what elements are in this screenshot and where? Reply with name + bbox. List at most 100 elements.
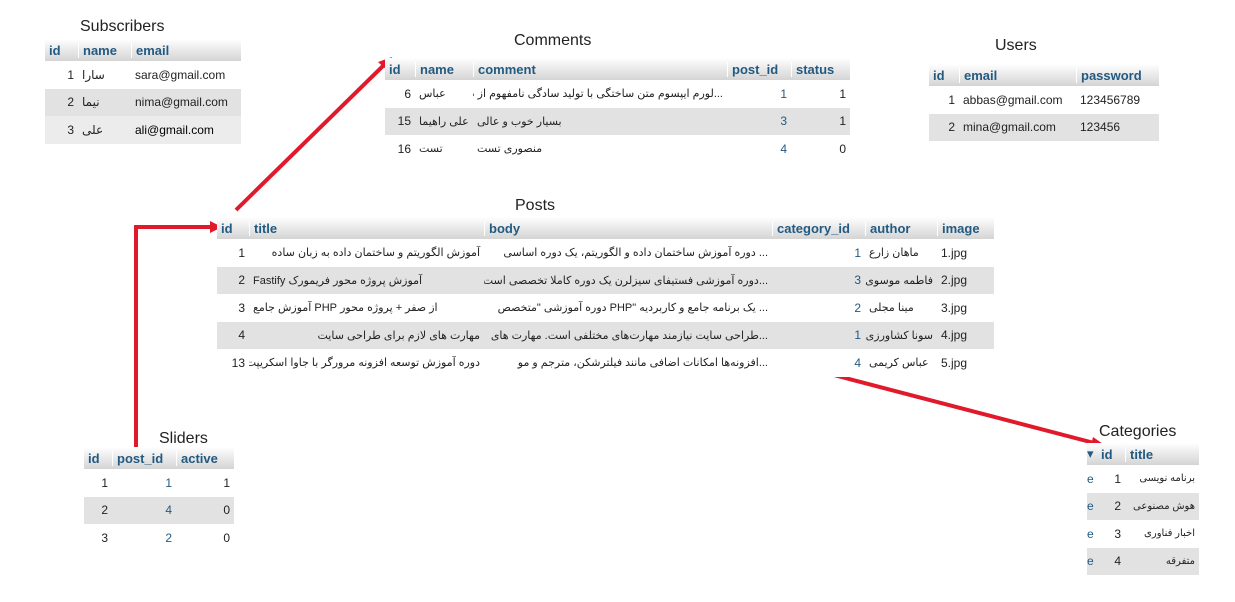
- table-row: 1 abbas@gmail.com 123456789: [929, 86, 1159, 114]
- cell-id: 16: [397, 141, 411, 156]
- cell-status: 0: [839, 141, 846, 156]
- table-row: 2 آموزش پروژه محور فریمورک Fastify ...دو…: [217, 266, 994, 294]
- cell-name: نیما: [82, 95, 100, 110]
- cell-title: اخبار فناوری: [1144, 528, 1195, 540]
- cell-post-id[interactable]: 1: [780, 86, 787, 101]
- cell-id: 15: [397, 114, 411, 129]
- col-password[interactable]: password: [1076, 67, 1159, 83]
- cell-email: sara@gmail.com: [135, 67, 226, 82]
- comments-header: id name comment post_id status: [385, 58, 850, 80]
- edit-icon[interactable]: e: [1087, 526, 1094, 541]
- cell-post-id[interactable]: 4: [780, 141, 787, 156]
- cell-comment: منصوری تست: [477, 143, 543, 156]
- table-row: e 3 اخبار فناوری: [1087, 520, 1199, 548]
- cell-email: abbas@gmail.com: [963, 92, 1063, 107]
- cell-category-id[interactable]: 2: [854, 300, 861, 315]
- edit-icon[interactable]: e: [1087, 499, 1094, 514]
- cell-id: 1: [1114, 471, 1121, 486]
- cell-id: 2: [948, 120, 955, 135]
- sliders-table: id post_id active 1 1 1 2 4 0 3 2 0: [84, 447, 234, 552]
- col-id[interactable]: id: [1101, 446, 1113, 462]
- users-header: id email password: [929, 64, 1159, 86]
- cell-name: سارا: [82, 67, 105, 82]
- table-row: 6 عباس ...لورم ایپسوم متن ساختگی با تولی…: [385, 80, 850, 108]
- users-table: id email password 1 abbas@gmail.com 1234…: [929, 64, 1159, 141]
- col-name[interactable]: name: [78, 42, 131, 58]
- cell-category-id[interactable]: 1: [854, 328, 861, 343]
- cell-title: متفرقه: [1165, 555, 1195, 567]
- cell-id: 3: [238, 300, 245, 315]
- users-title: Users: [995, 37, 1037, 54]
- cell-author: مینا مجلی: [869, 302, 914, 315]
- subscribers-header: id name email: [45, 39, 241, 61]
- cell-active: 0: [223, 503, 230, 518]
- cell-id: 2: [101, 503, 108, 518]
- table-row: 13 دوره آموزش توسعه افزونه مرورگر با جاو…: [217, 349, 994, 377]
- table-row: 1 آموزش الگوریتم و ساختمان داده به زبان …: [217, 239, 994, 267]
- col-email[interactable]: email: [131, 42, 241, 58]
- cell-title: مهارت های لازم برای طراحی سایت: [317, 329, 481, 342]
- cell-body: ...دوره آموزشی فستیفای سیزلرن یک دوره کا…: [484, 274, 768, 287]
- cell-author: ماهان زارع: [869, 247, 919, 260]
- posts-header: id title body category_id author image: [217, 217, 994, 239]
- col-image[interactable]: image: [937, 220, 994, 236]
- col-category-id[interactable]: category_id: [772, 220, 865, 236]
- table-row: e 2 هوش مصنوعی: [1087, 492, 1199, 520]
- cell-id: 3: [1114, 526, 1121, 541]
- col-status[interactable]: status: [791, 61, 850, 77]
- arrow-comments-to-posts: [234, 57, 392, 212]
- cell-id: 4: [1114, 554, 1121, 569]
- col-name[interactable]: name: [415, 61, 473, 77]
- cell-id: 2: [67, 95, 74, 110]
- cell-image: 1.jpg: [941, 245, 968, 260]
- col-title[interactable]: title: [1125, 446, 1199, 462]
- posts-table: id title body category_id author image 1…: [217, 217, 994, 377]
- chevron-down-icon[interactable]: ▾: [1087, 446, 1094, 461]
- col-id[interactable]: id: [49, 42, 61, 58]
- comments-table: id name comment post_id status 6 عباس ..…: [385, 58, 850, 163]
- cell-category-id[interactable]: 1: [854, 245, 861, 260]
- col-id[interactable]: id: [389, 61, 401, 77]
- cell-active: 1: [223, 475, 230, 490]
- table-row: 3 علی ali@gmail.com: [45, 116, 241, 144]
- col-post-id[interactable]: post_id: [727, 61, 791, 77]
- cell-id: 6: [404, 86, 411, 101]
- cell-id: 3: [101, 530, 108, 545]
- cell-password: 123456789: [1080, 92, 1141, 107]
- cell-id: 2: [1114, 499, 1121, 514]
- cell-image: 5.jpg: [941, 355, 968, 370]
- cell-title: آموزش پروژه محور فریمورک Fastify: [253, 274, 423, 287]
- col-post-id[interactable]: post_id: [112, 450, 176, 466]
- cell-post-id[interactable]: 1: [165, 475, 172, 490]
- col-id[interactable]: id: [221, 220, 233, 236]
- cell-category-id[interactable]: 4: [854, 355, 861, 370]
- table-row: 4 مهارت های لازم برای طراحی سایت ...طراح…: [217, 321, 994, 349]
- col-id[interactable]: id: [88, 450, 100, 466]
- cell-name: علی راهیما: [419, 115, 469, 128]
- table-row: 15 علی راهیما بسیار خوب و عالی 3 1: [385, 107, 850, 135]
- col-email[interactable]: email: [959, 67, 1076, 83]
- arrow-posts-to-categories: [829, 372, 1106, 449]
- cell-category-id[interactable]: 3: [854, 273, 861, 288]
- cell-id: 1: [948, 92, 955, 107]
- edit-icon[interactable]: e: [1087, 554, 1094, 569]
- cell-post-id[interactable]: 2: [165, 530, 172, 545]
- edit-icon[interactable]: e: [1087, 471, 1094, 486]
- col-body[interactable]: body: [484, 220, 772, 236]
- cell-id: 1: [238, 245, 245, 260]
- col-id[interactable]: id: [933, 67, 945, 83]
- cell-email: ali@gmail.com: [135, 122, 214, 137]
- cell-id: 2: [238, 273, 245, 288]
- cell-body: ...طراحی سایت نیازمند مهارت‌های مختلفی ا…: [490, 329, 768, 342]
- col-author[interactable]: author: [865, 220, 937, 236]
- table-row: 1 1 1: [84, 469, 234, 497]
- col-title[interactable]: title: [249, 220, 484, 236]
- sliders-title: Sliders: [159, 430, 208, 447]
- cell-post-id[interactable]: 3: [780, 114, 787, 129]
- cell-post-id[interactable]: 4: [165, 503, 172, 518]
- cell-email: nima@gmail.com: [135, 95, 228, 110]
- cell-id: 4: [238, 328, 245, 343]
- col-active[interactable]: active: [176, 450, 234, 466]
- col-comment[interactable]: comment: [473, 61, 727, 77]
- cell-image: 3.jpg: [941, 300, 968, 315]
